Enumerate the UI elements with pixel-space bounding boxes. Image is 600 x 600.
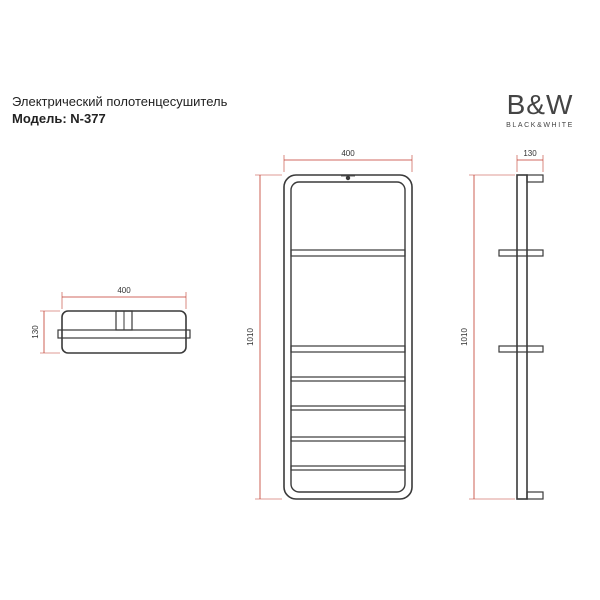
brand-logo: B&W BLACK&WHITE [490,89,590,130]
front-frame-inner [290,181,406,493]
side-height-label: 1010 [460,328,469,346]
top-depth-label: 130 [31,325,40,339]
side-shelf [498,345,544,353]
front-rail [290,405,406,411]
front-rail [290,465,406,471]
front-rail [290,376,406,382]
front-shelf [290,345,406,353]
top-view-bar [57,329,191,339]
front-frame-outer [283,174,413,500]
side-height-dimension: 1010 [460,174,515,500]
side-bottom-bracket [526,491,544,500]
front-height-dimension: 1010 [246,174,282,500]
top-width-label: 400 [117,286,131,295]
front-width-dimension: 400 [283,149,413,172]
front-shelf [290,249,406,257]
top-view [57,310,191,354]
front-rail [290,436,406,442]
side-depth-label: 130 [523,149,537,158]
top-width-dimension: 400 [61,286,187,309]
side-shelf [498,249,544,257]
front-view [283,174,413,500]
product-title: Электрический полотенцесушитель [12,94,228,109]
model-number: Модель: N-377 [12,111,106,126]
brand-mark: B&W [506,89,574,120]
top-depth-dimension: 130 [31,310,60,354]
side-top-bracket [526,174,544,183]
front-height-label: 1010 [246,328,255,346]
side-view [498,174,544,500]
front-width-label: 400 [341,149,355,158]
side-depth-dimension: 130 [516,149,544,172]
front-thermostat [345,175,351,181]
side-frame [516,174,528,500]
brand-subtitle: BLACK&WHITE [506,122,574,129]
